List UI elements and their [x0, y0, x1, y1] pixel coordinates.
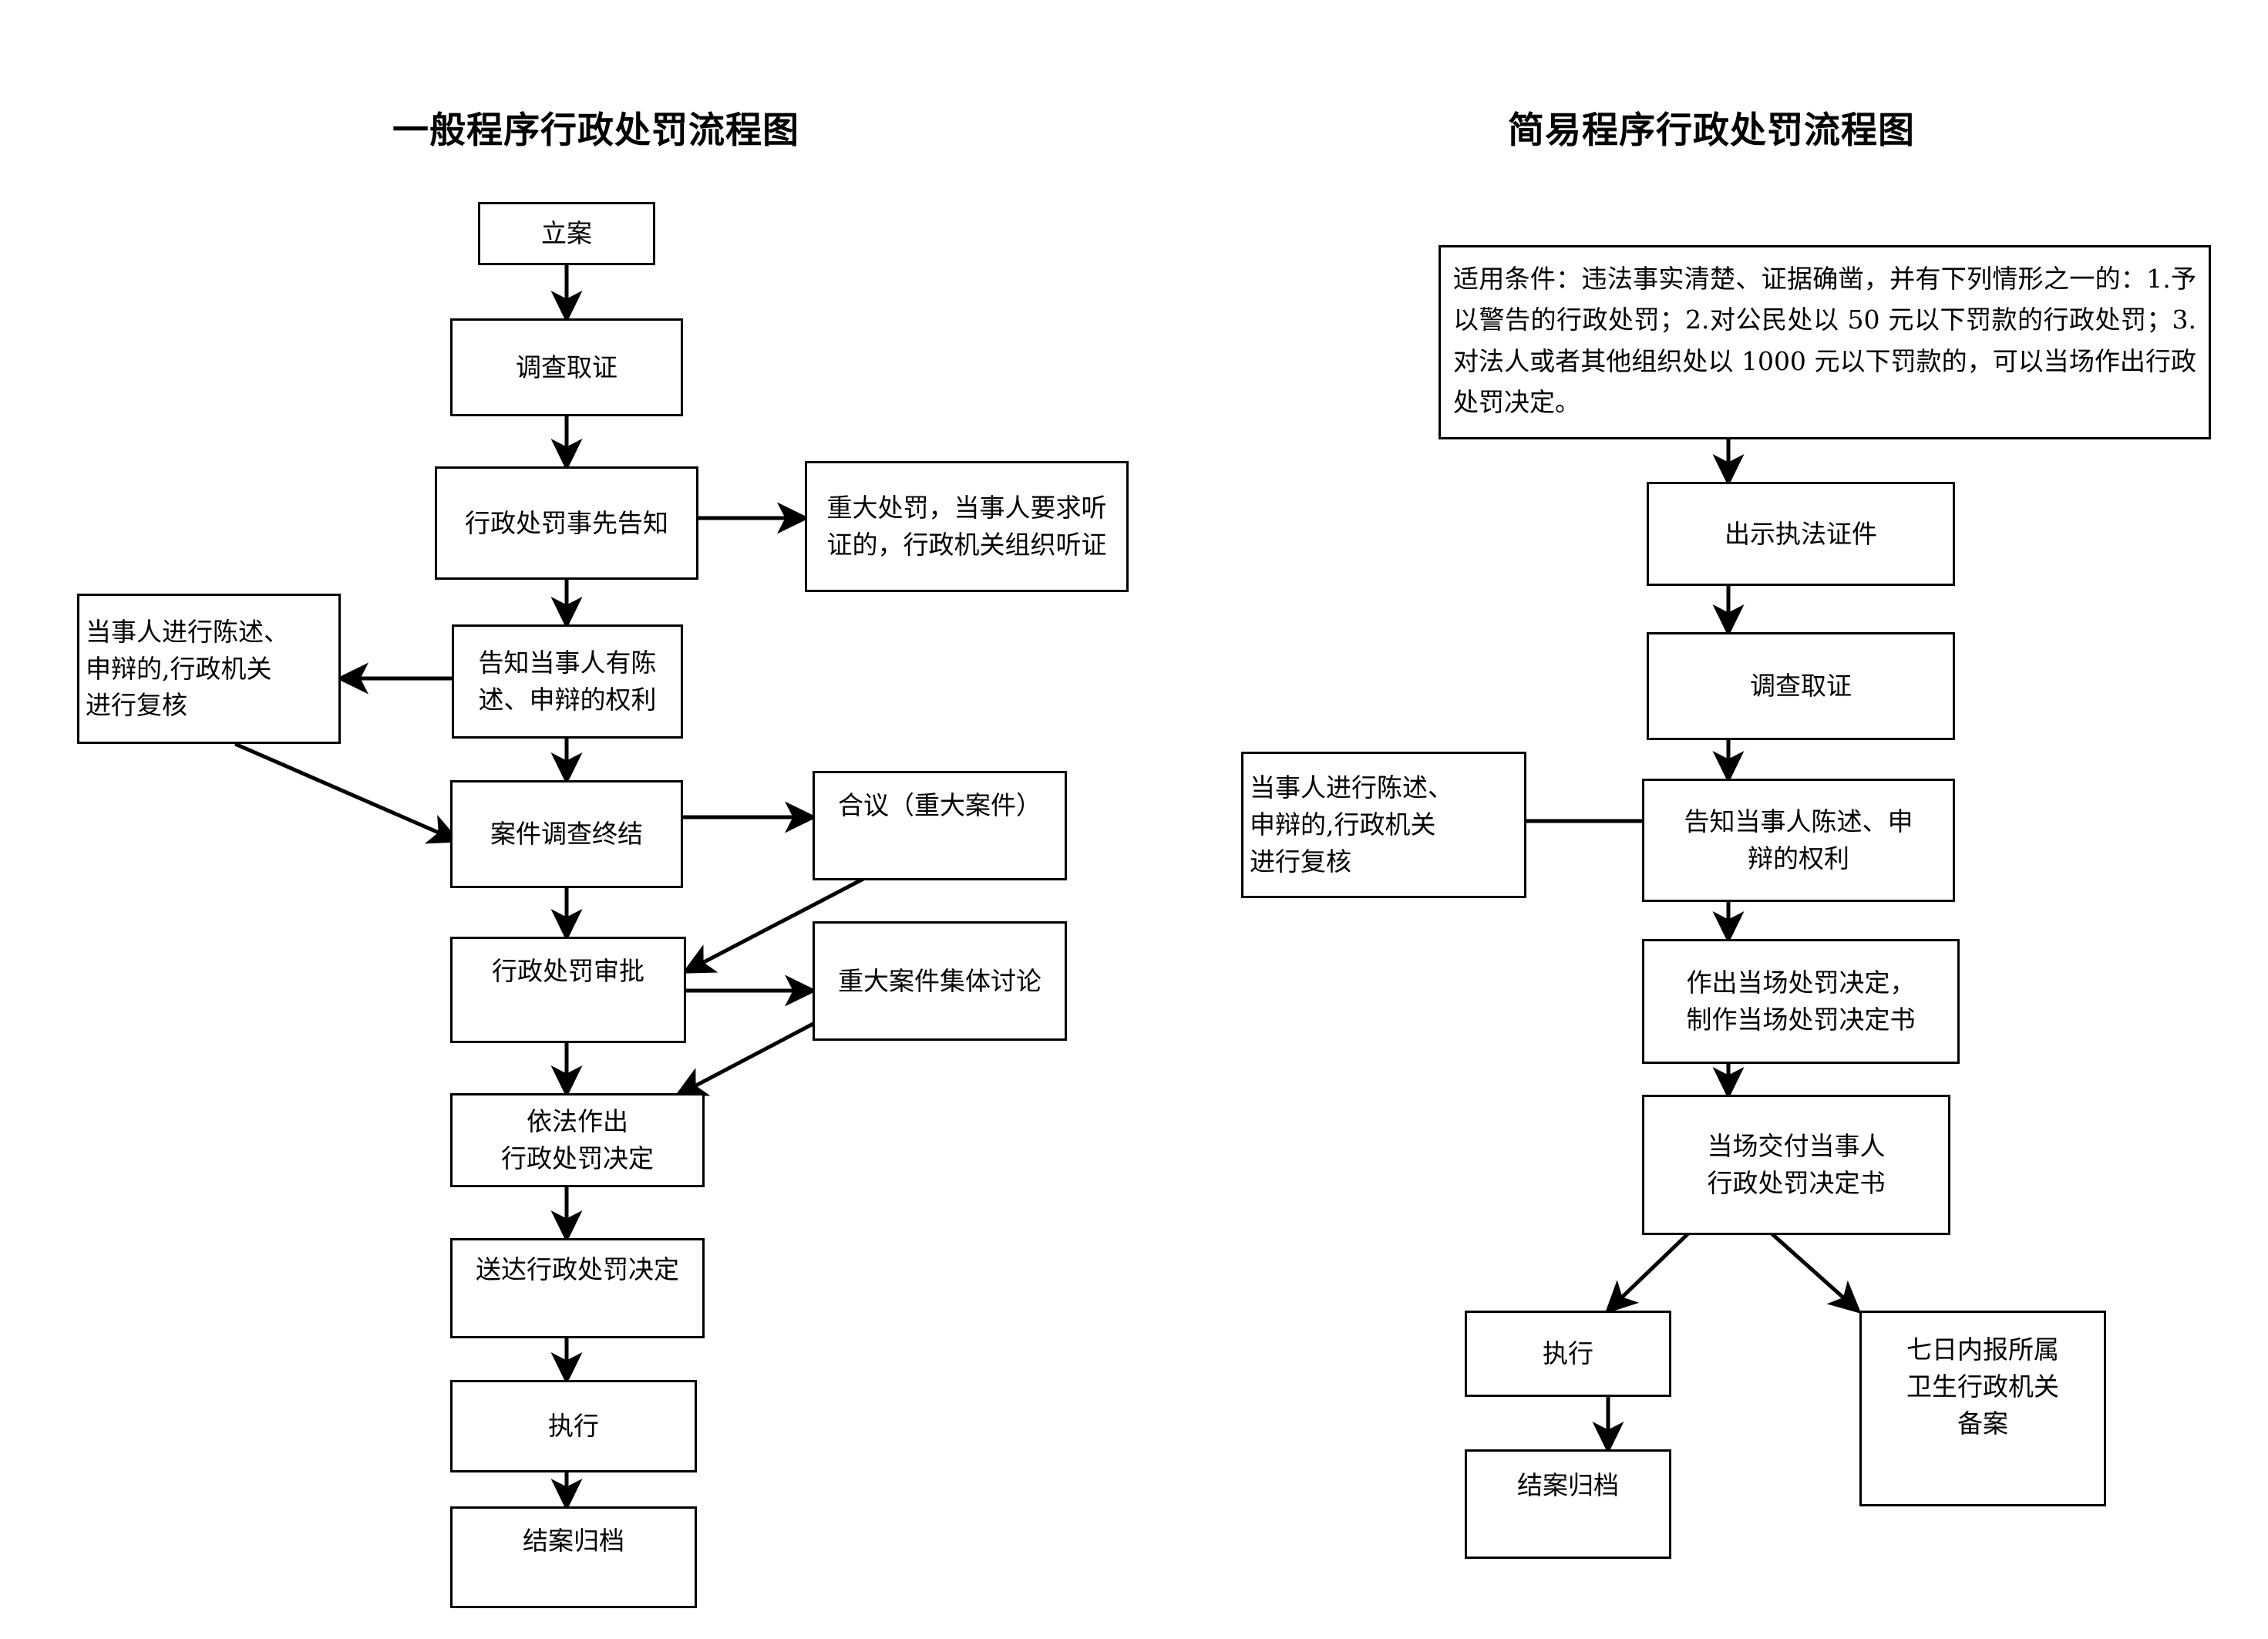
node-collegial-label: 合议（重大案件） [838, 790, 1041, 820]
node-group-discussion-label: 重大案件集体讨论 [838, 965, 1041, 996]
node-party-statement-label: 当事人进行陈述、 申辩的,行政机关 进行复核 [86, 616, 289, 721]
node-decision-label: 依法作出 行政处罚决定 [501, 1106, 654, 1173]
node-report-filing[interactable]: 七日内报所属 卫生行政机关 备案 [1859, 1311, 2106, 1506]
node-party-statement[interactable]: 当事人进行陈述、 申辩的,行政机关 进行复核 [77, 594, 341, 744]
node-collegial[interactable]: 合议（重大案件） [813, 771, 1067, 880]
node-inform-rights[interactable]: 告知当事人有陈 述、申辩的权利 [452, 624, 683, 739]
node-investigate[interactable]: 调查取证 [450, 318, 683, 416]
right-flow-title: 简易程序行政处罚流程图 [1508, 109, 1915, 152]
node-right-execute-label: 执行 [1543, 1338, 1593, 1369]
node-right-investigate-label: 调查取证 [1750, 671, 1852, 702]
edge-deliver-to-execute [1604, 1232, 1690, 1314]
node-group-discussion[interactable]: 重大案件集体讨论 [813, 921, 1067, 1041]
node-show-credentials-label: 出示执法证件 [1725, 518, 1877, 549]
node-right-inform-rights-label: 告知当事人陈述、申 辩的权利 [1684, 806, 1913, 873]
node-approval[interactable]: 行政处罚审批 [450, 937, 686, 1043]
node-deliver-onsite-label: 当场交付当事人 行政处罚决定书 [1707, 1131, 1886, 1198]
node-onsite-decision[interactable]: 作出当场处罚决定， 制作当场处罚决定书 [1642, 939, 1960, 1064]
node-prior-notice-label: 行政处罚事先告知 [465, 507, 668, 538]
node-serve-decision[interactable]: 送达行政处罚决定 [450, 1238, 705, 1338]
left-flow-title: 一般程序行政处罚流程图 [392, 109, 799, 152]
node-approval-label: 行政处罚审批 [492, 956, 644, 986]
node-execute[interactable]: 执行 [450, 1380, 697, 1472]
node-show-credentials[interactable]: 出示执法证件 [1647, 482, 1955, 586]
node-right-party-statement-label: 当事人进行陈述、 申辩的,行政机关 进行复核 [1250, 772, 1453, 877]
node-applicable-conditions: 适用条件：违法事实清楚、证据确凿，并有下列情形之一的：1.予以警告的行政处罚；2… [1439, 245, 2211, 439]
node-report-filing-label: 七日内报所属 卫生行政机关 备案 [1906, 1334, 2059, 1439]
node-right-archive-label: 结案归档 [1517, 1470, 1619, 1500]
edge-party-statement-to-case-closed [234, 742, 461, 844]
node-onsite-decision-label: 作出当场处罚决定， 制作当场处罚决定书 [1686, 968, 1916, 1035]
node-hearing-label: 重大处罚，当事人要求听 证的，行政机关组织听证 [826, 493, 1107, 560]
edge-deliver-to-report [1770, 1232, 1862, 1314]
node-archive[interactable]: 结案归档 [450, 1506, 697, 1608]
node-archive-label: 结案归档 [523, 1526, 624, 1556]
node-right-inform-rights[interactable]: 告知当事人陈述、申 辩的权利 [1642, 779, 1955, 902]
node-filing[interactable]: 立案 [478, 202, 655, 265]
node-decision[interactable]: 依法作出 行政处罚决定 [450, 1093, 705, 1187]
node-investigate-label: 调查取证 [516, 352, 617, 382]
node-case-closed-investigation-label: 案件调查终结 [490, 819, 643, 850]
node-hearing[interactable]: 重大处罚，当事人要求听 证的，行政机关组织听证 [805, 461, 1129, 592]
node-right-investigate[interactable]: 调查取证 [1647, 632, 1955, 740]
node-filing-label: 立案 [541, 218, 592, 249]
node-serve-decision-label: 送达行政处罚决定 [476, 1254, 679, 1284]
node-right-party-statement[interactable]: 当事人进行陈述、 申辩的,行政机关 进行复核 [1241, 752, 1526, 898]
node-right-execute[interactable]: 执行 [1465, 1311, 1671, 1397]
node-prior-notice[interactable]: 行政处罚事先告知 [435, 466, 698, 580]
node-execute-label: 执行 [548, 1411, 599, 1442]
node-inform-rights-label: 告知当事人有陈 述、申辩的权利 [478, 648, 657, 715]
node-right-archive[interactable]: 结案归档 [1465, 1449, 1671, 1559]
node-case-closed-investigation[interactable]: 案件调查终结 [450, 780, 683, 888]
node-deliver-onsite[interactable]: 当场交付当事人 行政处罚决定书 [1642, 1095, 1950, 1235]
